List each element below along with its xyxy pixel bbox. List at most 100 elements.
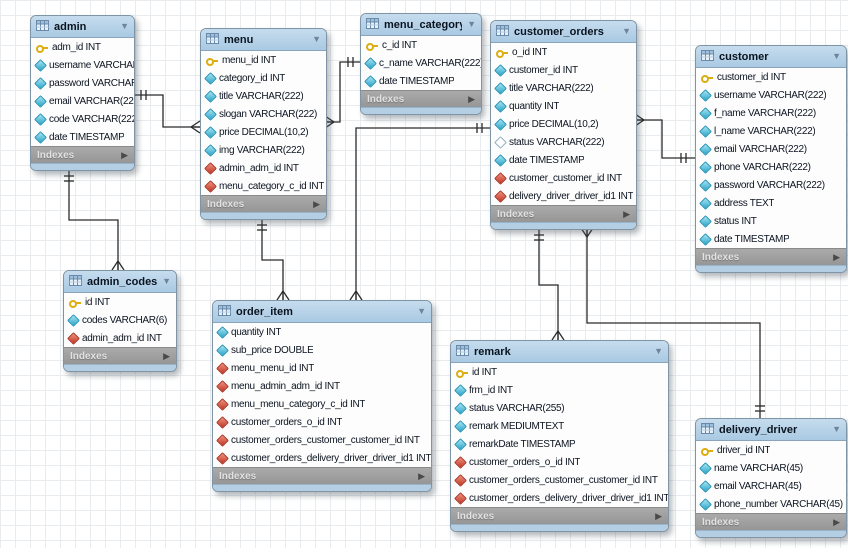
column-row[interactable]: remarkDate TIMESTAMP [451, 435, 668, 453]
column-row[interactable]: date TIMESTAMP [491, 151, 636, 169]
collapse-caret-icon[interactable]: ▼ [467, 19, 476, 29]
indexes-bar[interactable]: Indexes▶ [361, 90, 481, 107]
column-row[interactable]: phone_number VARCHAR(45) [696, 495, 846, 513]
relationship-customer_orders_order_item[interactable] [355, 127, 490, 300]
column-row[interactable]: driver_id INT [696, 441, 846, 459]
column-row[interactable]: o_id INT [491, 43, 636, 61]
column-row[interactable]: admin_adm_id INT [201, 159, 326, 177]
indexes-bar[interactable]: Indexes▶ [696, 248, 846, 265]
indexes-bar[interactable]: Indexes▶ [696, 513, 846, 530]
column-row[interactable]: customer_id INT [696, 68, 846, 86]
column-row[interactable]: delivery_driver_driver_id1 INT [491, 187, 636, 205]
collapse-caret-icon[interactable]: ▼ [832, 424, 841, 434]
expand-arrow-icon[interactable]: ▶ [833, 516, 840, 527]
column-row[interactable]: phone VARCHAR(222) [696, 158, 846, 176]
collapse-caret-icon[interactable]: ▼ [832, 51, 841, 61]
column-row[interactable]: sub_price DOUBLE [213, 341, 431, 359]
column-row[interactable]: title VARCHAR(222) [201, 87, 326, 105]
relationship-customer_orders_remark[interactable] [538, 228, 559, 340]
expand-arrow-icon[interactable]: ▶ [833, 251, 840, 262]
column-row[interactable]: email VARCHAR(222) [31, 92, 134, 110]
table-header-customer_orders[interactable]: customer_orders▼ [491, 21, 636, 43]
column-row[interactable]: customer_orders_o_id INT [213, 413, 431, 431]
column-row[interactable]: id INT [64, 293, 176, 311]
column-row[interactable]: slogan VARCHAR(222) [201, 105, 326, 123]
indexes-bar[interactable]: Indexes▶ [451, 507, 668, 524]
column-row[interactable]: customer_orders_customer_customer_id INT [213, 431, 431, 449]
table-header-menu_category[interactable]: menu_category▼ [361, 14, 481, 36]
collapse-caret-icon[interactable]: ▼ [162, 276, 171, 286]
column-row[interactable]: email VARCHAR(222) [696, 140, 846, 158]
indexes-bar[interactable]: Indexes▶ [31, 146, 134, 163]
column-row[interactable]: title VARCHAR(222) [491, 79, 636, 97]
relationship-delivery_driver_customer_orders[interactable] [586, 228, 761, 418]
column-row[interactable]: codes VARCHAR(6) [64, 311, 176, 329]
column-row[interactable]: img VARCHAR(222) [201, 141, 326, 159]
column-row[interactable]: status INT [696, 212, 846, 230]
relationship-menu_category_menu[interactable] [325, 61, 360, 123]
expand-arrow-icon[interactable]: ▶ [655, 510, 662, 521]
column-row[interactable]: menu_category_c_id INT [201, 177, 326, 195]
column-row[interactable]: date TIMESTAMP [696, 230, 846, 248]
table-header-menu[interactable]: menu▼ [201, 29, 326, 51]
table-header-order_item[interactable]: order_item▼ [213, 301, 431, 323]
column-row[interactable]: email VARCHAR(45) [696, 477, 846, 495]
column-row[interactable]: customer_id INT [491, 61, 636, 79]
column-row[interactable]: f_name VARCHAR(222) [696, 104, 846, 122]
column-row[interactable]: username VARCHAR(222) [696, 86, 846, 104]
relationship-menu_order_item[interactable] [261, 218, 284, 300]
column-row[interactable]: customer_orders_delivery_driver_driver_i… [451, 489, 668, 507]
column-row[interactable]: address TEXT [696, 194, 846, 212]
column-row[interactable]: frm_id INT [451, 381, 668, 399]
column-row[interactable]: l_name VARCHAR(222) [696, 122, 846, 140]
table-header-admin_codes[interactable]: admin_codes▼ [64, 271, 176, 293]
indexes-bar[interactable]: Indexes▶ [64, 347, 176, 364]
expand-arrow-icon[interactable]: ▶ [623, 208, 630, 219]
table-header-remark[interactable]: remark▼ [451, 341, 668, 363]
relationship-admin_admin_codes[interactable] [68, 169, 119, 270]
column-row[interactable]: menu_id INT [201, 51, 326, 69]
table-header-admin[interactable]: admin▼ [31, 16, 134, 38]
column-row[interactable]: menu_admin_adm_id INT [213, 377, 431, 395]
column-row[interactable]: password VARCHAR(222) [31, 74, 134, 92]
column-row[interactable]: adm_id INT [31, 38, 134, 56]
relationship-admin_menu[interactable] [133, 94, 200, 128]
indexes-bar[interactable]: Indexes▶ [491, 205, 636, 222]
column-row[interactable]: price DECIMAL(10,2) [201, 123, 326, 141]
column-row[interactable]: admin_adm_id INT [64, 329, 176, 347]
column-row[interactable]: username VARCHAR(222) [31, 56, 134, 74]
column-row[interactable]: quantity INT [491, 97, 636, 115]
column-row[interactable]: category_id INT [201, 69, 326, 87]
collapse-caret-icon[interactable]: ▼ [120, 21, 129, 31]
column-row[interactable]: date TIMESTAMP [361, 72, 481, 90]
column-row[interactable]: id INT [451, 363, 668, 381]
column-row[interactable]: menu_menu_id INT [213, 359, 431, 377]
table-header-delivery_driver[interactable]: delivery_driver▼ [696, 419, 846, 441]
column-row[interactable]: quantity INT [213, 323, 431, 341]
collapse-caret-icon[interactable]: ▼ [417, 306, 426, 316]
column-row[interactable]: price DECIMAL(10,2) [491, 115, 636, 133]
column-row[interactable]: password VARCHAR(222) [696, 176, 846, 194]
column-row[interactable]: code VARCHAR(222) [31, 110, 134, 128]
column-row[interactable]: status VARCHAR(255) [451, 399, 668, 417]
column-row[interactable]: c_id INT [361, 36, 481, 54]
column-row[interactable]: customer_orders_customer_customer_id INT [451, 471, 668, 489]
column-row[interactable]: c_name VARCHAR(222) [361, 54, 481, 72]
expand-arrow-icon[interactable]: ▶ [121, 149, 128, 160]
column-row[interactable]: customer_customer_id INT [491, 169, 636, 187]
expand-arrow-icon[interactable]: ▶ [468, 93, 475, 104]
column-row[interactable]: customer_orders_o_id INT [451, 453, 668, 471]
column-row[interactable]: customer_orders_delivery_driver_driver_i… [213, 449, 431, 467]
expand-arrow-icon[interactable]: ▶ [313, 198, 320, 209]
table-header-customer[interactable]: customer▼ [696, 46, 846, 68]
column-row[interactable]: name VARCHAR(45) [696, 459, 846, 477]
indexes-bar[interactable]: Indexes▶ [213, 467, 431, 484]
